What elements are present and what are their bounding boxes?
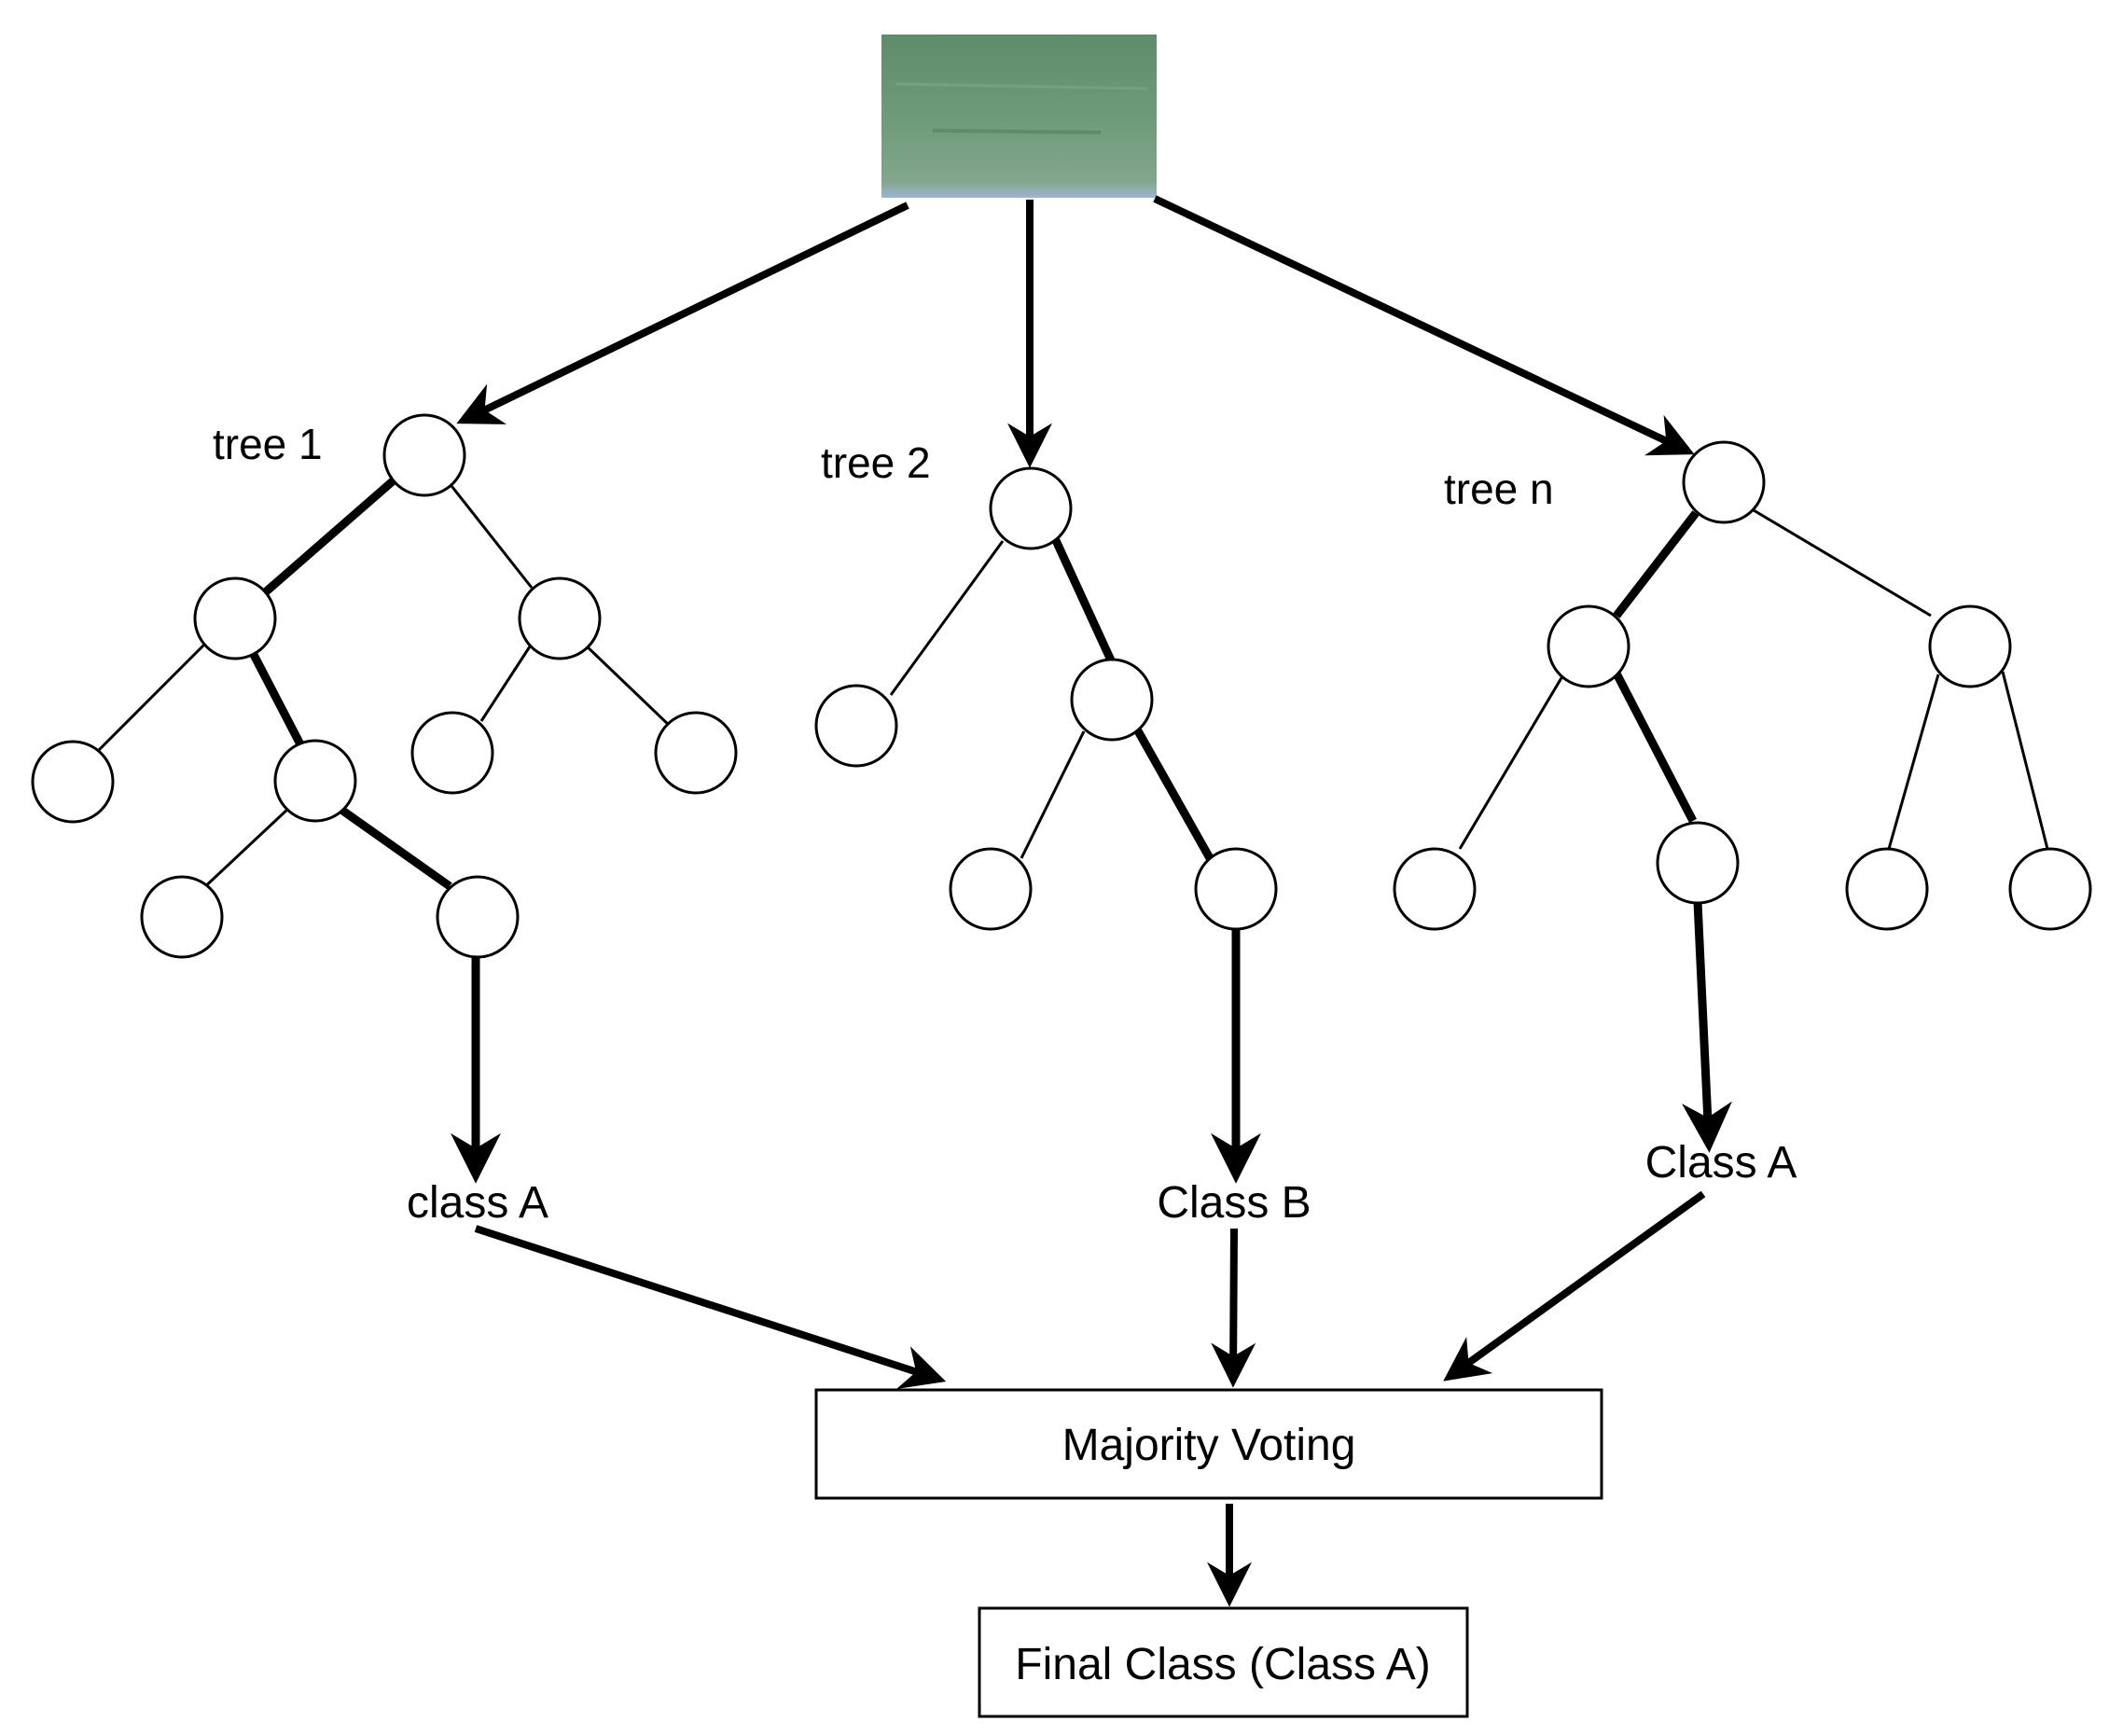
tree-2-label: tree 2 [821, 438, 931, 487]
tree-node [2008, 847, 2092, 931]
arrow-class-a-n-to-voting [1443, 1190, 1706, 1382]
tree-2-leaf-node [1194, 847, 1278, 931]
tree-n-edges [1458, 508, 2049, 1153]
tree-1-result: class A [407, 1178, 548, 1228]
tree-node [1070, 658, 1154, 742]
tree-n-root-node [1682, 440, 1766, 524]
tree-2-root-node [989, 466, 1073, 550]
tree-n-label: tree n [1444, 465, 1554, 513]
tree-node [140, 875, 224, 959]
tree-2-nodes [814, 466, 1278, 931]
tree-node [949, 847, 1033, 931]
tree-n-nodes [1393, 440, 2092, 931]
tree-node [1928, 604, 2012, 688]
tree-node [410, 711, 494, 795]
tree-node [654, 711, 738, 795]
result-to-voting-arrows [474, 1190, 1706, 1389]
tree-n-result: Class A [1645, 1138, 1797, 1187]
arrow-to-tree-n [1153, 195, 1695, 456]
input-image-icon [881, 35, 1157, 198]
input-to-tree-arrows [456, 195, 1695, 468]
tree-node [1393, 847, 1477, 931]
tree-node [814, 684, 898, 768]
majority-voting-box: Majority Voting [814, 1388, 1603, 1500]
tree-2 [814, 466, 1278, 1184]
tree-1 [31, 413, 738, 1184]
majority-voting-label: Majority Voting [1062, 1421, 1356, 1470]
tree-node [1845, 847, 1929, 931]
arrow-class-b-to-voting [1211, 1228, 1256, 1388]
tree-2-result: Class B [1157, 1178, 1311, 1228]
arrow-class-a-to-voting [474, 1225, 947, 1389]
tree-1-leaf-node [436, 875, 520, 959]
tree-node [193, 576, 277, 660]
tree-node [31, 740, 115, 824]
final-class-box: Final Class (Class A) [978, 1606, 1469, 1718]
tree-node [1547, 604, 1630, 688]
tree-2-edges [889, 535, 1261, 1184]
tree-1-edges [96, 470, 673, 1184]
tree-1-label: tree 1 [213, 420, 323, 468]
tree-n-leaf-node [1656, 821, 1740, 905]
tree-1-root-node [382, 413, 466, 497]
tree-n [1393, 440, 2092, 1153]
arrow-to-tree-1 [456, 201, 909, 424]
tree-1-nodes [31, 413, 738, 959]
input-image [881, 35, 1157, 198]
tree-node [518, 576, 602, 660]
tree-node [273, 739, 357, 823]
final-class-label: Final Class (Class A) [1015, 1640, 1430, 1689]
